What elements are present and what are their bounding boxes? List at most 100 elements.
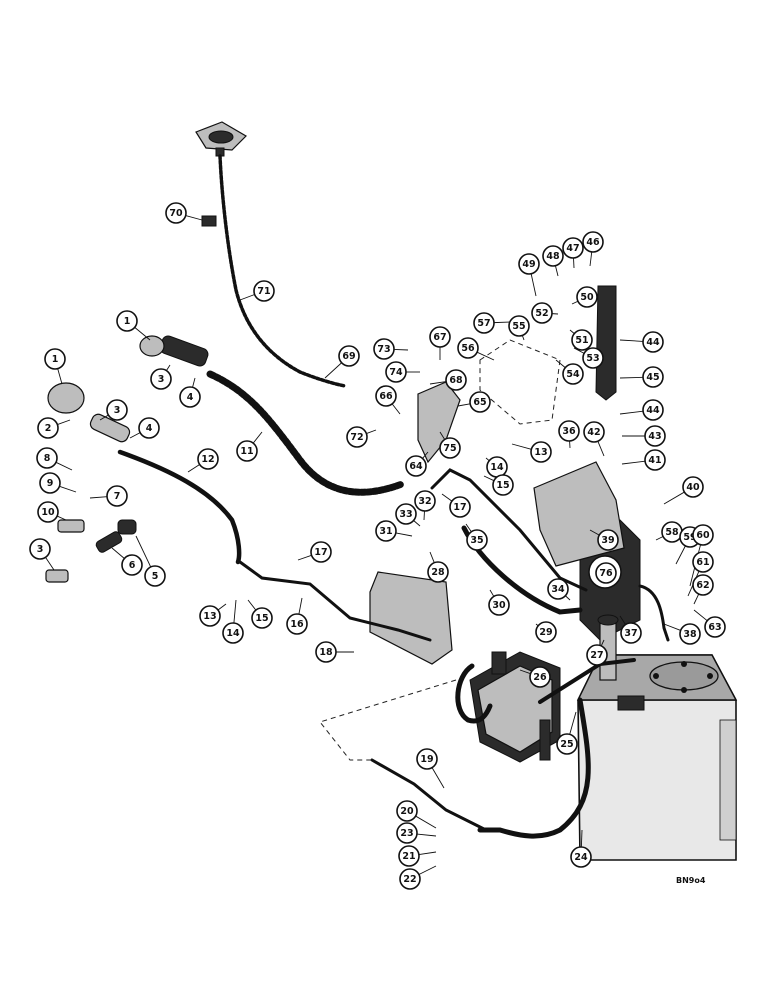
callout-circle (37, 417, 59, 439)
callout-32: 32 (414, 490, 436, 512)
callout-24: 24 (570, 846, 592, 868)
leader-line (655, 536, 664, 541)
callout-35: 35 (466, 529, 488, 551)
fitting-5-part (117, 519, 137, 535)
callout-circle (236, 440, 258, 462)
leader-line (45, 557, 55, 571)
callout-75: 75 (439, 437, 461, 459)
callout-28: 28 (427, 561, 449, 583)
leader-line (297, 554, 312, 561)
callout-51: 51 (571, 329, 593, 351)
leader-line (589, 251, 593, 267)
callout-circle (36, 447, 58, 469)
callout-circle (439, 437, 461, 459)
callout-circle (547, 578, 569, 600)
callout-circle (570, 846, 592, 868)
callout-circle (644, 425, 666, 447)
leader-line (57, 419, 71, 426)
callout-2: 2 (37, 417, 59, 439)
callout-circle (469, 391, 491, 413)
leader-line (619, 339, 644, 342)
control-lever-part (595, 285, 617, 401)
callout-label: 48 (546, 251, 560, 262)
callout-25: 25 (556, 733, 578, 755)
callout-3: 3 (29, 538, 51, 560)
callout-label: 54 (566, 369, 580, 380)
gauge-part (195, 121, 247, 157)
leader-line (489, 589, 495, 597)
callout-circle (373, 338, 395, 360)
callout-label: 69 (342, 351, 355, 362)
fitting-4-left-part (89, 413, 131, 443)
callout-67: 67 (429, 326, 451, 348)
tube-35-part (430, 468, 588, 592)
callout-circle (150, 368, 172, 390)
callout-64: 64 (405, 455, 427, 477)
callout-circle (562, 237, 584, 259)
callout-14: 14 (222, 622, 244, 644)
callout-label: 66 (379, 391, 393, 402)
callout-circle (642, 366, 664, 388)
leader-line (569, 711, 577, 735)
callout-circle (518, 253, 540, 275)
callout-9: 9 (39, 472, 61, 494)
leader-line (395, 532, 413, 537)
callout-70: 70 (165, 202, 187, 224)
dashed-outline-upper (479, 339, 561, 425)
callout-circle (682, 476, 704, 498)
callout-22: 22 (399, 868, 421, 890)
callout-circle (338, 345, 360, 367)
leader-line (233, 599, 237, 624)
callout-44: 44 (642, 331, 664, 353)
callout-4: 4 (138, 417, 160, 439)
hose-12-part (117, 449, 242, 565)
callout-60: 60 (692, 524, 714, 546)
callout-3: 3 (106, 399, 128, 421)
callout-47: 47 (562, 237, 584, 259)
callout-circle (449, 496, 471, 518)
callout-circle (106, 399, 128, 421)
callout-circle (414, 490, 436, 512)
callout-circle (116, 310, 138, 332)
callout-29: 29 (535, 621, 557, 643)
callout-label: 23 (400, 828, 413, 839)
gauge-cable-part (218, 154, 347, 388)
callout-label: 38 (683, 629, 697, 640)
leader-line (247, 599, 257, 611)
callout-circle (582, 231, 604, 253)
callout-69: 69 (338, 345, 360, 367)
leader-line (439, 431, 446, 440)
fitting-3-bottom-part (45, 569, 69, 583)
callout-71: 71 (253, 280, 275, 302)
leader-line (324, 362, 342, 379)
leader-line (521, 335, 525, 341)
callout-34: 34 (547, 578, 569, 600)
callout-label: 2 (45, 423, 52, 434)
leader-line (580, 829, 583, 848)
callout-label: 56 (461, 343, 475, 354)
leader-line (55, 461, 73, 471)
callout-68: 68 (445, 369, 467, 391)
callout-label: 40 (686, 482, 700, 493)
callout-6: 6 (121, 554, 143, 576)
callout-circle (39, 472, 61, 494)
callout-circle (558, 420, 580, 442)
callout-50: 50 (576, 286, 598, 308)
callout-label: 68 (449, 375, 463, 386)
callout-58: 58 (661, 521, 683, 543)
callout-circle (692, 551, 714, 573)
leader-line (663, 623, 681, 631)
callout-label: 26 (533, 672, 547, 683)
callout-15: 15 (492, 474, 514, 496)
callout-label: 10 (41, 507, 55, 518)
callout-label: 17 (314, 547, 327, 558)
callout-label: 18 (319, 647, 333, 658)
callout-label: 33 (399, 509, 412, 520)
callout-circle (416, 748, 438, 770)
hose-24-part (477, 697, 591, 839)
callout-45: 45 (642, 366, 664, 388)
callout-1: 1 (116, 310, 138, 332)
callout-circle (571, 329, 593, 351)
leader-line (569, 329, 575, 334)
